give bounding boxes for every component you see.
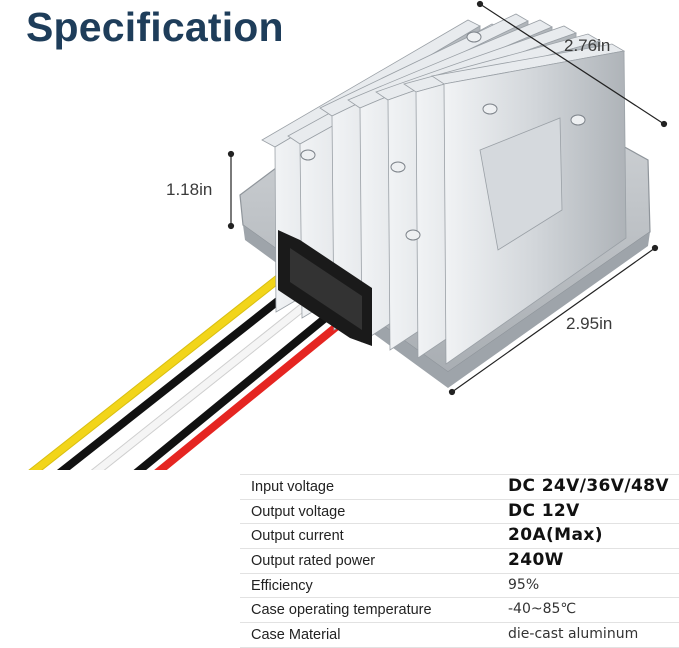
spec-value: 95%	[508, 576, 540, 593]
page-title: Specification	[26, 4, 284, 50]
spec-label: Output current	[251, 528, 344, 545]
dimension-width: 2.95in	[566, 314, 613, 333]
spec-value: die-cast aluminum	[508, 626, 639, 643]
spec-label: Output voltage	[251, 503, 346, 520]
wire-yellow	[29, 264, 296, 470]
spec-value: 240W	[508, 550, 564, 571]
spec-label: Input voltage	[251, 479, 335, 495]
wire-white	[92, 288, 326, 470]
dimension-height: 1.18in	[166, 180, 213, 199]
wire-black	[56, 274, 311, 470]
screws	[300, 31, 586, 241]
spec-row-output-current: Output current 20A(Max)	[240, 524, 679, 550]
spec-row-input-voltage: Input voltage DC 24V/36V/48V	[240, 474, 679, 500]
spec-label: Case Material	[251, 627, 341, 644]
spec-value: -40~85℃	[508, 601, 577, 618]
spec-row-material: Case Material die-cast aluminum	[240, 623, 679, 648]
spec-row-output-voltage: Output voltage DC 12V	[240, 500, 679, 525]
spec-table: Input voltage DC 24V/36V/48V Output volt…	[240, 474, 679, 648]
spec-label: Case operating temperature	[251, 602, 432, 619]
dimension-length: 2.76in	[564, 36, 611, 55]
spec-label: Efficiency	[251, 577, 313, 594]
dimension-lines	[227, 0, 668, 396]
spec-value: DC 12V	[508, 500, 580, 521]
spec-value: 20A(Max)	[508, 525, 603, 546]
wire-red	[154, 310, 356, 470]
spec-row-temperature: Case operating temperature -40~85℃	[240, 598, 679, 624]
spec-label: Output rated power	[251, 553, 376, 570]
wire-black-2	[133, 302, 344, 470]
wire-bundle	[28, 263, 356, 470]
spec-row-output-power: Output rated power 240W	[240, 549, 679, 574]
converter-illustration	[28, 0, 668, 470]
spec-row-efficiency: Efficiency 95%	[240, 574, 679, 599]
spec-value: DC 24V/36V/48V	[508, 476, 669, 496]
